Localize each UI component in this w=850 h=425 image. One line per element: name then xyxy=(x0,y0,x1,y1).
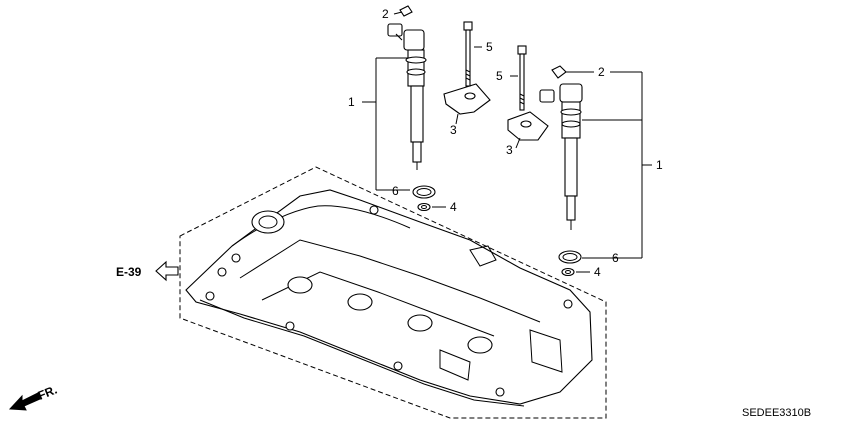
o-ring-left xyxy=(412,185,436,199)
injector-left xyxy=(387,23,427,170)
injector-right xyxy=(539,83,583,230)
o-ring-right xyxy=(558,250,582,264)
cylinder-head-cover xyxy=(179,166,607,419)
cover-bolt-bosses xyxy=(205,205,573,397)
callout-2-right: 2 xyxy=(598,65,605,79)
cover-injector-port-1 xyxy=(287,276,313,294)
injector-connector-right xyxy=(539,89,555,103)
cover-dashed-boundary xyxy=(179,166,607,419)
injector-connector-left xyxy=(387,23,403,37)
cover-injector-port-3 xyxy=(407,314,433,332)
clamp-right xyxy=(507,111,549,141)
washer-left xyxy=(417,202,431,212)
front-label: FR. xyxy=(36,383,59,403)
callout-3-right: 3 xyxy=(506,143,513,157)
washer-right xyxy=(561,267,575,277)
leader-lines xyxy=(362,11,652,273)
callout-4-left: 4 xyxy=(450,200,457,214)
callout-3-left: 3 xyxy=(450,123,457,137)
front-arrow-icon xyxy=(8,392,41,411)
injector-clip-right xyxy=(551,65,567,79)
diagram-code: SEDEE3310B xyxy=(742,407,811,419)
reference-arrow-icon xyxy=(155,260,179,282)
callout-1-left: 1 xyxy=(348,95,355,109)
callout-4-right: 4 xyxy=(594,265,601,279)
bolt-left xyxy=(463,21,473,87)
bolt-right xyxy=(517,45,527,111)
cover-body xyxy=(185,189,593,405)
cover-injector-port-4 xyxy=(467,336,493,354)
callout-6-left: 6 xyxy=(392,184,399,198)
callout-5-right: 5 xyxy=(496,69,503,83)
cover-injector-port-2 xyxy=(347,293,373,311)
callout-1-right: 1 xyxy=(656,158,663,172)
reference-label: E-39 xyxy=(116,265,142,279)
callout-6-right: 6 xyxy=(612,251,619,265)
front-marker: FR. xyxy=(8,383,59,411)
callout-labels: 2 5 1 3 6 4 5 2 3 1 6 4 xyxy=(348,7,663,279)
clamp-left xyxy=(443,83,491,115)
cover-oil-filler xyxy=(251,210,285,234)
reference-e39: E-39 xyxy=(116,260,179,282)
callout-2-left: 2 xyxy=(382,7,389,21)
callout-5-left: 5 xyxy=(486,40,493,54)
injector-clip-left xyxy=(399,5,413,17)
